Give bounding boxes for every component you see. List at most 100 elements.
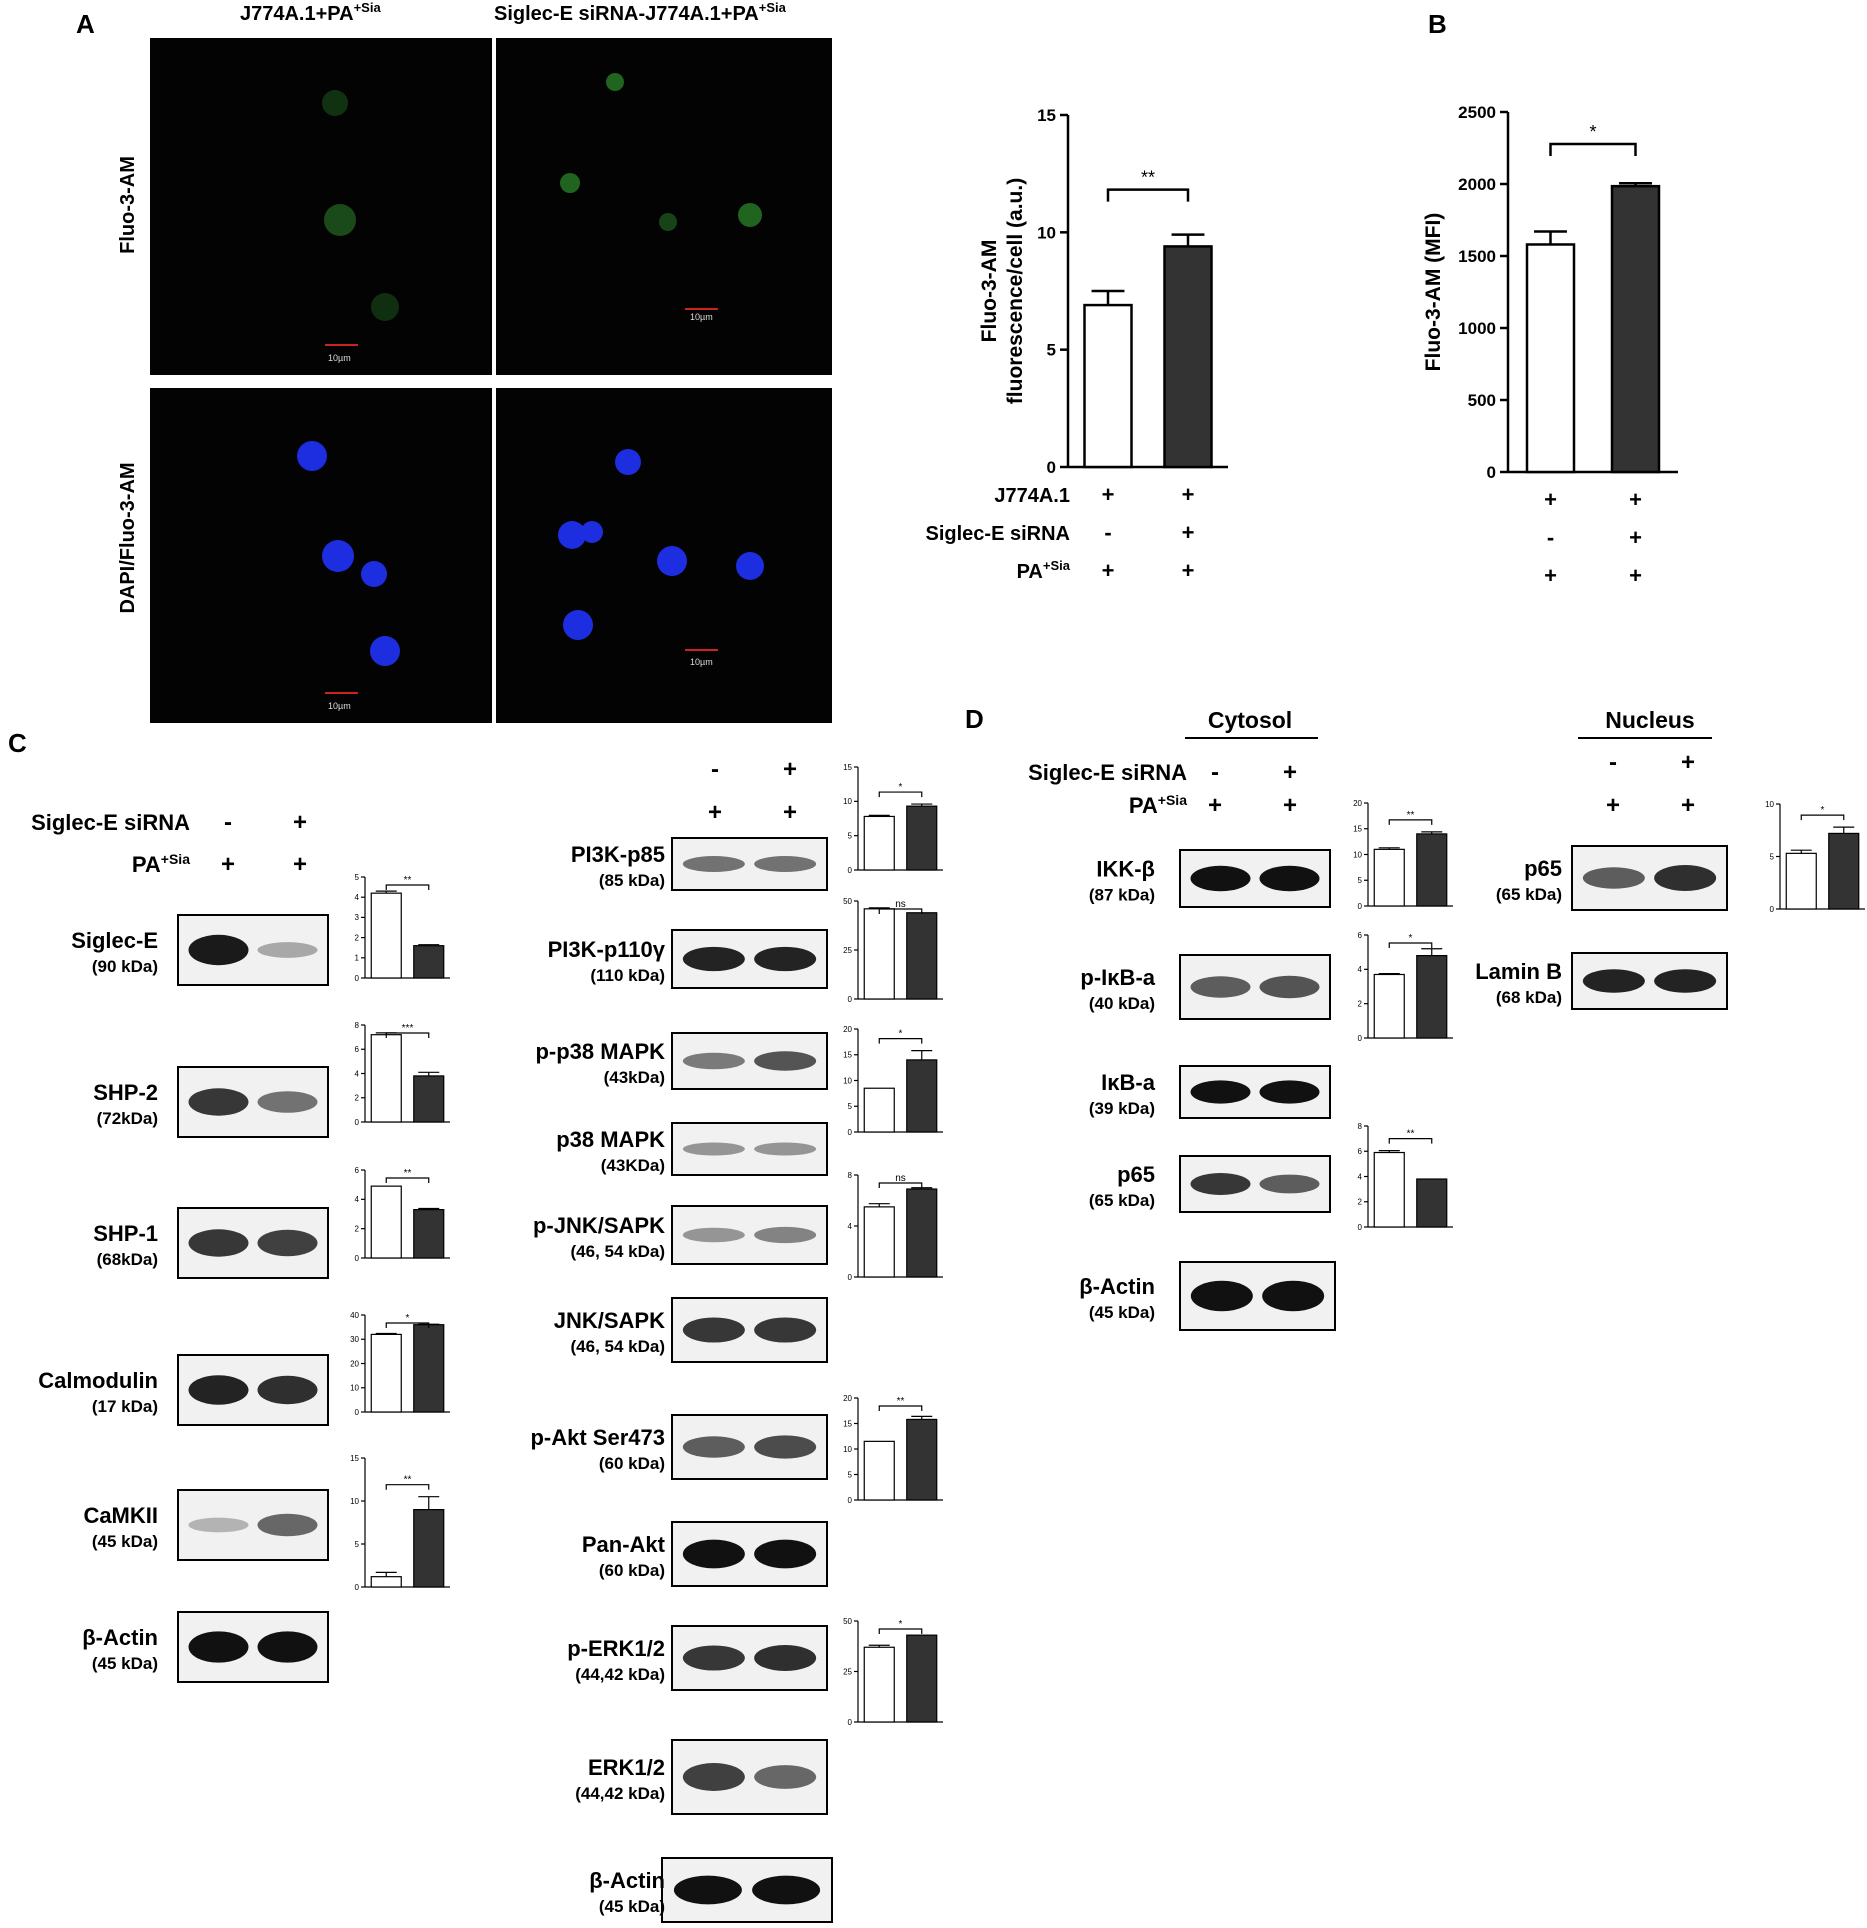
blot-kda: (68kDa) <box>97 1250 158 1269</box>
y-tick-label: 20 <box>1353 799 1362 808</box>
blot-kda: (46, 54 kDa) <box>571 1337 666 1356</box>
green-cell <box>560 173 580 193</box>
condition-label-sup: +Sia <box>1158 792 1187 808</box>
bar <box>863 1440 895 1501</box>
blot-β-Actin: β-Actin(45 kDa) <box>589 1857 833 1923</box>
nucleus <box>322 540 354 572</box>
bar <box>906 1059 938 1133</box>
blot-band <box>188 1631 249 1663</box>
bar <box>1785 852 1817 910</box>
y-tick-label: 0 <box>1358 902 1363 911</box>
y-tick-label: 6 <box>1358 931 1363 940</box>
y-tick-label: 25 <box>843 946 852 955</box>
condition-sign: + <box>293 851 307 878</box>
blot-name: p-ERK1/2 <box>567 1636 665 1661</box>
significance-label: * <box>899 1029 903 1040</box>
condition-label: PA+Sia <box>132 851 190 877</box>
condition-label-sup: +Sia <box>1043 558 1071 573</box>
condition-label: Siglec-E siRNA <box>926 523 1070 545</box>
nucleus <box>558 521 586 549</box>
green-cell <box>324 204 356 236</box>
scale-bar-label: 10µm <box>690 312 713 322</box>
green-cell <box>606 73 624 91</box>
y-tick-label: 0 <box>848 1273 853 1282</box>
condition-label: PA+Sia <box>1129 792 1187 818</box>
bar <box>1525 243 1576 474</box>
significance-bracket <box>878 1038 923 1044</box>
blot-band <box>754 946 817 972</box>
nucleus <box>297 441 327 471</box>
y-tick-label: 0 <box>1770 905 1775 914</box>
condition-sign: - <box>224 809 232 836</box>
significance-label: ** <box>897 1396 905 1407</box>
blot-name: p38 MAPK <box>556 1127 665 1152</box>
blot-p38 MAPK: p38 MAPK(43KDa) <box>556 1122 828 1176</box>
y-tick-label: 20 <box>843 1394 852 1403</box>
significance-bracket <box>385 1484 430 1490</box>
blot-SHP-2: SHP-2(72kDa) <box>93 1066 329 1138</box>
y-tick-label: 5 <box>355 873 360 882</box>
blot-band <box>257 1631 318 1663</box>
blot-band <box>682 1763 745 1791</box>
bar <box>1373 848 1405 907</box>
blot-IκB-a: IκB-a(39 kDa) <box>1089 1065 1331 1119</box>
condition-sign: + <box>1681 792 1695 819</box>
blot-p-JNK/SAPK: p-JNK/SAPK(46, 54 kDa) <box>533 1205 828 1265</box>
y-tick-label: 15 <box>843 763 852 772</box>
blot-band <box>1190 1080 1251 1104</box>
blot-p65: p65(65 kDa) <box>1496 845 1728 911</box>
y-tick-label: 0 <box>848 1718 853 1727</box>
condition-sign: + <box>1283 792 1297 819</box>
bar <box>370 1034 402 1123</box>
condition-sign: + <box>1208 792 1222 819</box>
nucleus <box>657 546 687 576</box>
blot-name: PI3K-p85 <box>571 842 665 867</box>
blot-name: p-p38 MAPK <box>535 1039 665 1064</box>
blot-name: p-IκB-a <box>1080 965 1155 990</box>
bar <box>413 1508 445 1588</box>
y-tick-label: 10 <box>843 1076 852 1085</box>
blot-ERK1/2: ERK1/2(44,42 kDa) <box>575 1739 828 1815</box>
blot-kda: (46, 54 kDa) <box>571 1242 666 1261</box>
nucleus <box>615 449 641 475</box>
blot-frame <box>671 1122 828 1176</box>
condition-sign: - <box>1609 749 1617 776</box>
blot-JNK/SAPK: JNK/SAPK(46, 54 kDa) <box>554 1297 828 1363</box>
significance-label: * <box>1821 805 1825 816</box>
blot-kda: (72kDa) <box>97 1109 158 1128</box>
significance-bracket <box>1106 188 1190 202</box>
blot-Lamin B: Lamin B(68 kDa) <box>1475 952 1728 1010</box>
col1-title: J774A.1+PA+Sia <box>240 0 381 25</box>
significance-bracket <box>1800 814 1845 821</box>
bar <box>370 1576 402 1588</box>
blot-kda: (87 kDa) <box>1089 886 1155 905</box>
y-tick-label: 0 <box>848 995 853 1004</box>
significance-bracket <box>1549 142 1637 156</box>
blot-band <box>1259 975 1320 999</box>
y-tick-label: 10 <box>350 1384 359 1393</box>
y-tick-label: 6 <box>355 1166 360 1175</box>
blot-band <box>1654 865 1717 891</box>
bar <box>413 945 445 979</box>
bar <box>1416 833 1448 907</box>
blot-name: Lamin B <box>1475 959 1562 984</box>
y-tick-label: 2500 <box>1458 103 1496 122</box>
blot-kda: (45 kDa) <box>92 1654 158 1673</box>
blot-band <box>682 1227 745 1243</box>
bar <box>906 805 938 871</box>
y-tick-label: 50 <box>843 1617 852 1626</box>
significance-label: ** <box>404 1475 412 1486</box>
y-tick-label: 8 <box>848 1171 853 1180</box>
green-cell <box>738 203 762 227</box>
y-tick-label: 2 <box>355 1224 360 1233</box>
bar <box>1373 973 1405 1039</box>
bar <box>863 908 895 1000</box>
